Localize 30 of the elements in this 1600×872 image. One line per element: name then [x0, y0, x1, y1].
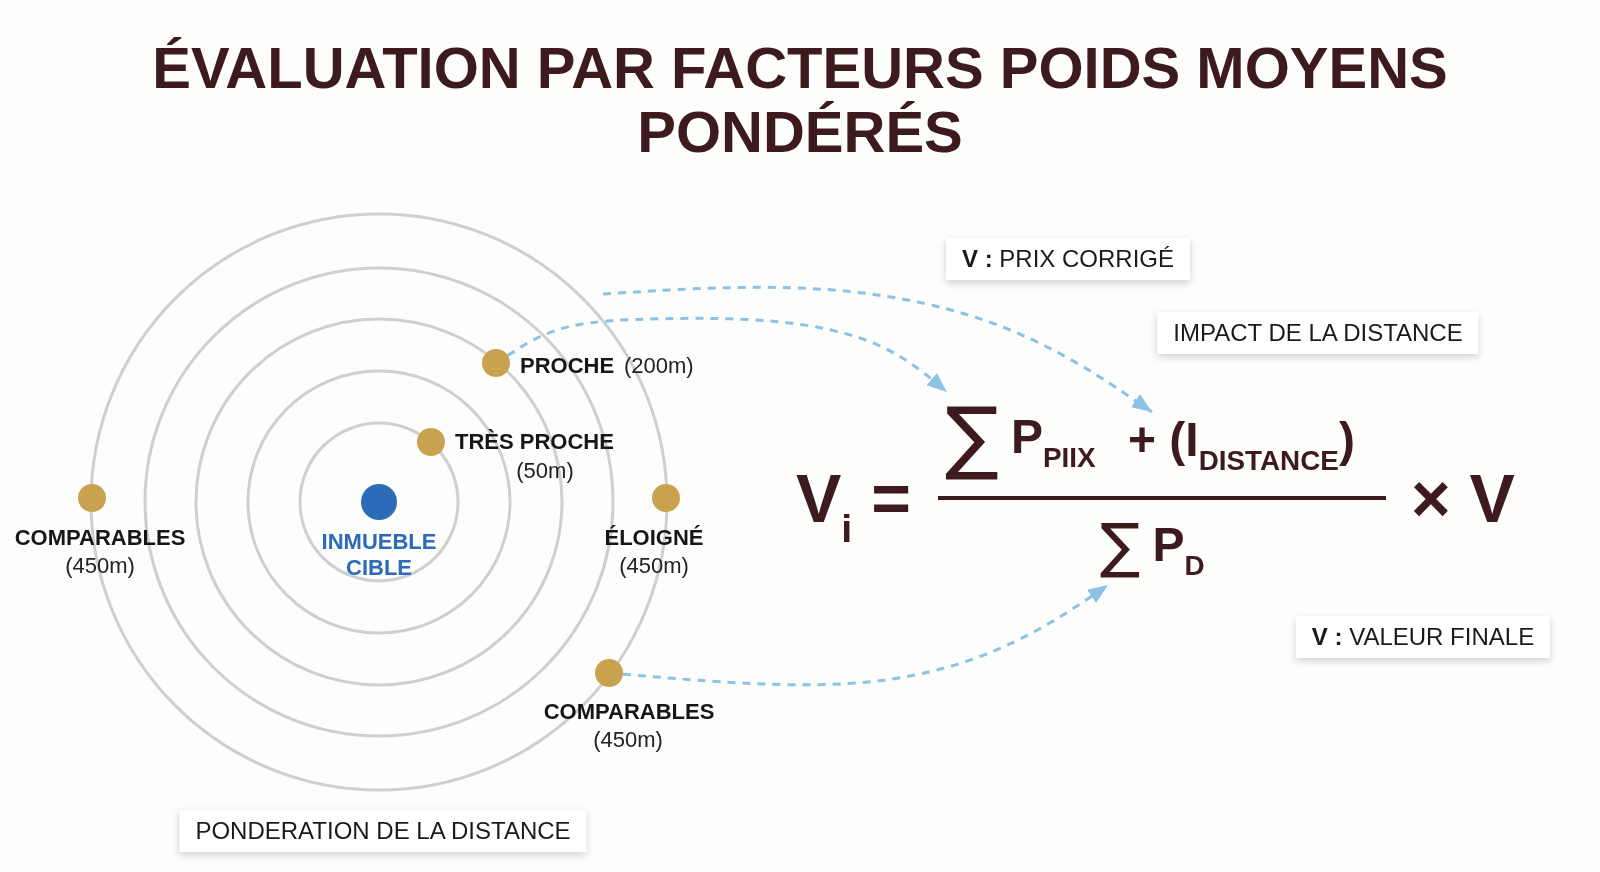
point-label: COMPARABLES — [14, 525, 186, 551]
distance-label: (450m) — [619, 553, 689, 579]
point-label: PROCHE — [520, 353, 615, 379]
title: ÉVALUATION PAR FACTEURS POIDS MOYENS PONDÉRÉS — [151, 36, 1449, 164]
dashed-arrow — [622, 583, 1109, 687]
dot-icon — [482, 349, 510, 377]
dashed-arrow — [602, 285, 1153, 414]
formula-term: ∑P$_{PIIX}$ — [945, 392, 1096, 482]
note-label: IMPACT DE LA DISTANCE — [1157, 312, 1479, 354]
dot-icon — [361, 484, 397, 520]
dot-icon — [652, 484, 680, 512]
distance-label: (50m) — [516, 458, 574, 484]
dot-icon — [595, 659, 623, 687]
note-label: PONDERATION DE LA DISTANCE — [179, 810, 587, 852]
formula-text: × V — [1411, 464, 1515, 538]
distance-label: (200m) — [624, 353, 694, 379]
dashed-arrow — [507, 316, 948, 394]
formula-term: + (I$_{DISTANCE}$) — [1128, 412, 1355, 468]
distance-label: (450m) — [65, 553, 135, 579]
formula-term: ∑ P$_{D}$ — [1100, 505, 1205, 585]
note-label: V : VALEUR FINALE — [1295, 616, 1551, 658]
formula-text: V$_{i}$ = — [796, 464, 911, 548]
distance-label: (450m) — [593, 727, 663, 753]
point-label: TRÈS PROCHE — [455, 429, 614, 455]
note-label: V : PRIX CORRIGÉ — [946, 238, 1190, 280]
dot-icon — [417, 428, 445, 456]
point-label: COMPARABLES — [543, 699, 715, 725]
dot-icon — [78, 484, 106, 512]
point-label: ÉLOIGNÉ — [604, 525, 704, 551]
target-label: INMUEBLE CIBLE — [321, 529, 437, 581]
